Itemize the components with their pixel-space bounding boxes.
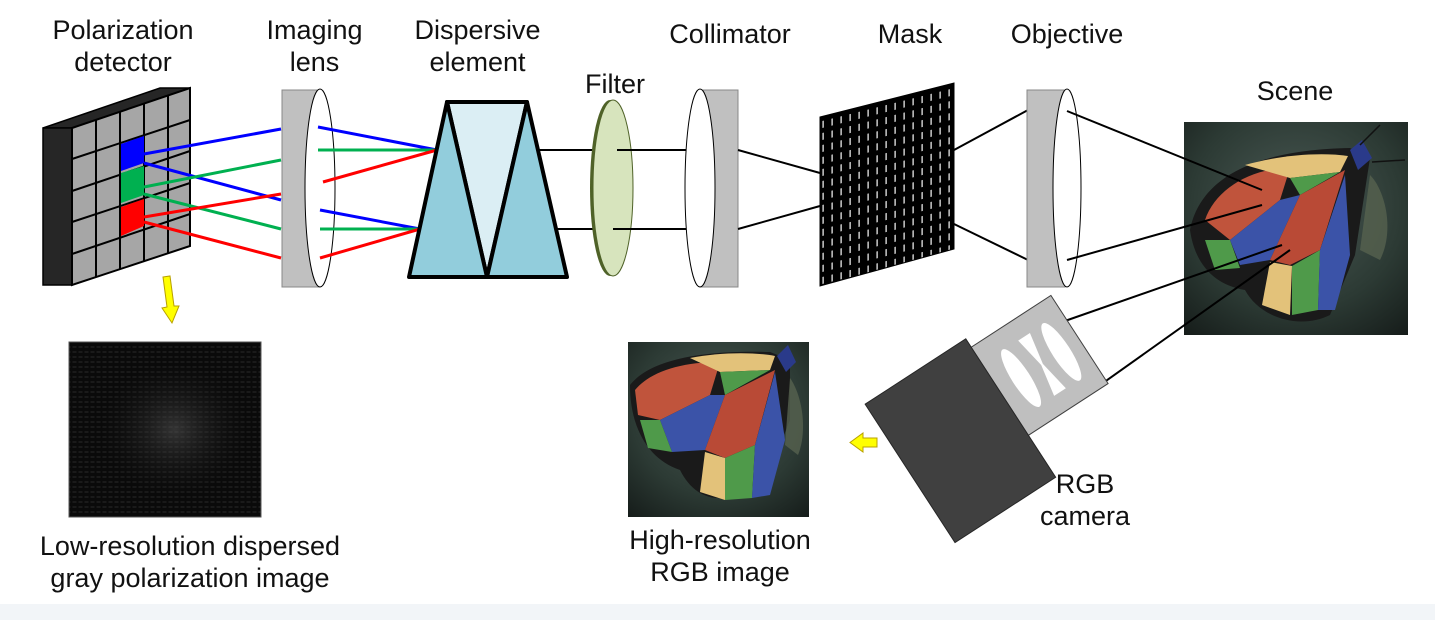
rgb-camera	[864, 294, 1109, 544]
green-pixel	[121, 166, 144, 203]
filter	[590, 99, 634, 277]
label-filter: Filter	[585, 69, 645, 99]
high-res-rgb-image	[628, 342, 809, 517]
collimator-lens	[684, 88, 739, 288]
label-high-res-image: High-resolution RGB image	[629, 525, 811, 587]
rays-lens-to-prism	[317, 125, 438, 260]
polarization-detector	[42, 86, 191, 287]
label-imaging-lens: Imaging lens	[266, 15, 363, 77]
label-dispersive-element: Dispersive element	[414, 15, 541, 77]
coded-aperture-mask	[819, 82, 955, 287]
low-res-gray-polarization-image	[68, 341, 262, 518]
camera-lens-element	[1001, 349, 1042, 407]
imaging-lens	[281, 88, 336, 288]
label-rgb-camera: RGB camera	[1039, 469, 1131, 531]
rays-detector-to-lens	[143, 127, 282, 260]
scene-image	[1184, 122, 1408, 335]
red-pixel	[121, 199, 144, 236]
dispersive-element-prism	[407, 100, 569, 279]
label-scene: Scene	[1256, 76, 1334, 106]
butterfly-illustration	[1190, 124, 1406, 322]
label-low-res-image: Low-resolution dispersed gray polarizati…	[39, 531, 341, 593]
output-arrow-icon	[849, 432, 878, 453]
label-objective: Objective	[1010, 19, 1124, 49]
label-polarization-detector: Polarization detector	[52, 15, 194, 77]
downward-arrow-icon	[161, 275, 180, 325]
bottom-border-strip	[0, 604, 1435, 620]
label-mask: Mask	[877, 19, 943, 49]
blue-pixel	[121, 136, 144, 171]
objective-lens	[1026, 88, 1082, 288]
label-collimator: Collimator	[669, 19, 791, 49]
